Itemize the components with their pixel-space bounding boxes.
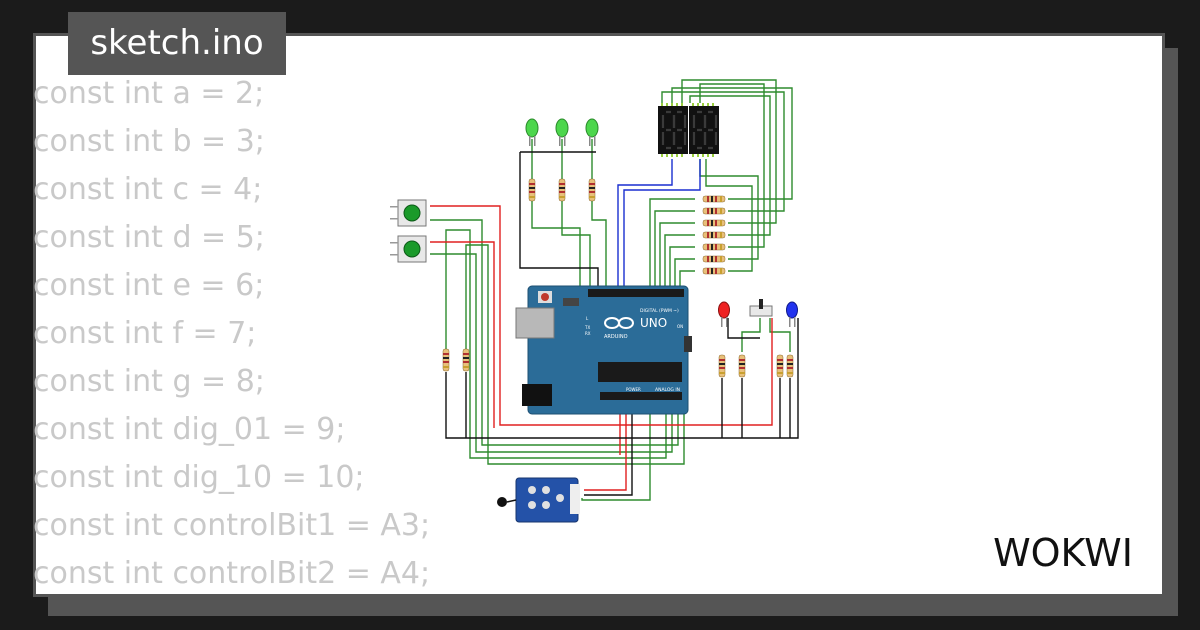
code-line: const int e = 6; bbox=[33, 268, 265, 303]
green-leds[interactable] bbox=[525, 118, 599, 146]
seven-segment-displays[interactable] bbox=[656, 101, 721, 159]
code-line: const int a = 2; bbox=[33, 76, 265, 111]
push-buttons[interactable] bbox=[390, 199, 427, 263]
code-line: const int d = 5; bbox=[33, 220, 265, 255]
blue-led[interactable] bbox=[786, 301, 798, 327]
code-line: const int dig_10 = 10; bbox=[33, 460, 365, 495]
power-header-label: POWER bbox=[626, 387, 641, 392]
wires-red bbox=[430, 205, 773, 491]
analog-header-label: ANALOG IN bbox=[655, 387, 680, 393]
wires-green bbox=[430, 79, 793, 501]
wokwi-logo-icon: WOKWI bbox=[993, 531, 1133, 575]
code-line: const int controlBit1 = A3; bbox=[33, 508, 431, 543]
red-led[interactable] bbox=[718, 301, 730, 327]
code-line: const int b = 3; bbox=[33, 124, 265, 159]
arduino-logo-icon bbox=[604, 317, 634, 329]
code-line: const int controlBit2 = A4; bbox=[33, 556, 431, 591]
on-label: ON bbox=[677, 324, 683, 329]
digital-header-label: DIGITAL (PWM ~) bbox=[640, 308, 679, 314]
temperature-sensor-icon[interactable] bbox=[497, 477, 580, 523]
wires-black bbox=[445, 151, 799, 496]
l-label: L bbox=[586, 316, 589, 321]
code-line: const int f = 7; bbox=[33, 316, 257, 351]
resistor-bank[interactable] bbox=[702, 195, 726, 275]
code-line: const int g = 8; bbox=[33, 364, 265, 399]
file-tab[interactable]: sketch.ino bbox=[68, 12, 286, 75]
arduino-uno[interactable]: UNO ARDUINO DIGITAL (PWM ~) ANALOG IN PO… bbox=[515, 285, 692, 415]
wires-blue bbox=[617, 159, 701, 290]
wokwi-logo-text: WOKWI bbox=[993, 531, 1133, 575]
code-editor: const int a = 2; const int b = 3; const … bbox=[33, 70, 430, 598]
board-name: UNO bbox=[640, 316, 667, 330]
rx-label: RX bbox=[585, 331, 591, 336]
tx-label: TX bbox=[584, 325, 590, 330]
slide-switch[interactable] bbox=[749, 299, 773, 317]
code-line: const int c = 4; bbox=[33, 172, 263, 207]
board-brand: ARDUINO bbox=[604, 334, 628, 340]
code-line: const int dig_01 = 9; bbox=[33, 412, 346, 447]
